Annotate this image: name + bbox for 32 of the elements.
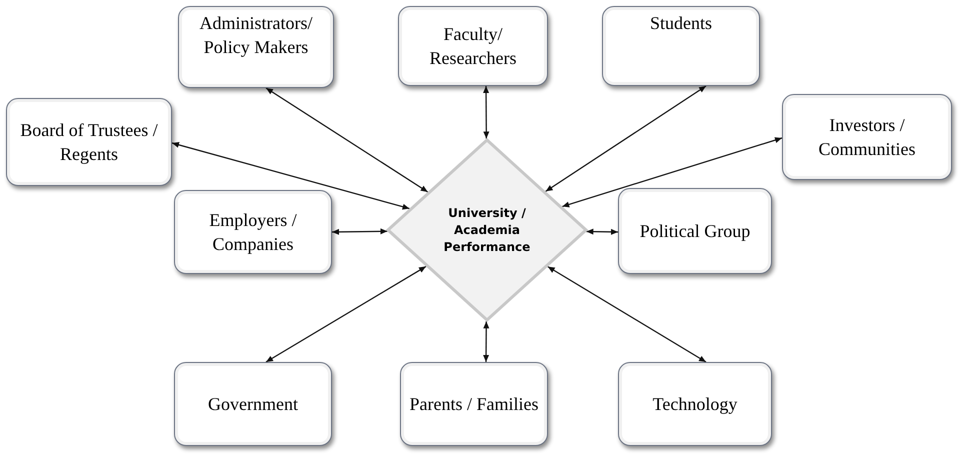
double-arrow — [483, 321, 490, 362]
box-label: Technology — [652, 393, 738, 416]
double-arrow — [562, 137, 782, 208]
box-label: Students — [650, 12, 712, 35]
double-arrow — [545, 86, 706, 192]
box-label: Government — [208, 393, 298, 416]
double-arrow — [483, 86, 490, 139]
double-arrow — [332, 228, 388, 235]
stakeholder-box — [174, 190, 332, 274]
double-arrow — [586, 228, 618, 235]
stakeholder-box — [602, 6, 760, 86]
double-arrow — [172, 142, 410, 210]
box-label: Board of Trustees / Regents — [19, 119, 159, 166]
stakeholder-box — [6, 98, 172, 186]
box-label: Political Group — [640, 220, 750, 243]
stakeholder-box — [618, 188, 772, 274]
box-label: Faculty/ Researchers — [428, 23, 518, 70]
stakeholder-box — [398, 6, 548, 86]
box-label: Employers / Companies — [208, 209, 298, 256]
box-label: Parents / Families — [410, 393, 538, 416]
box-label: Administrators/ Policy Makers — [198, 12, 314, 59]
box-label: Investors / Communities — [817, 114, 916, 161]
stakeholder-box — [400, 362, 548, 446]
double-arrow — [547, 266, 706, 363]
decision-diamond — [386, 138, 588, 322]
stakeholder-box — [178, 6, 334, 88]
node-label: University / Academia Performance — [442, 204, 532, 256]
stakeholder-box — [174, 362, 332, 446]
stakeholder-box — [618, 362, 772, 446]
double-arrow — [266, 266, 426, 363]
double-arrow — [266, 88, 428, 192]
stakeholder-box — [782, 94, 952, 180]
